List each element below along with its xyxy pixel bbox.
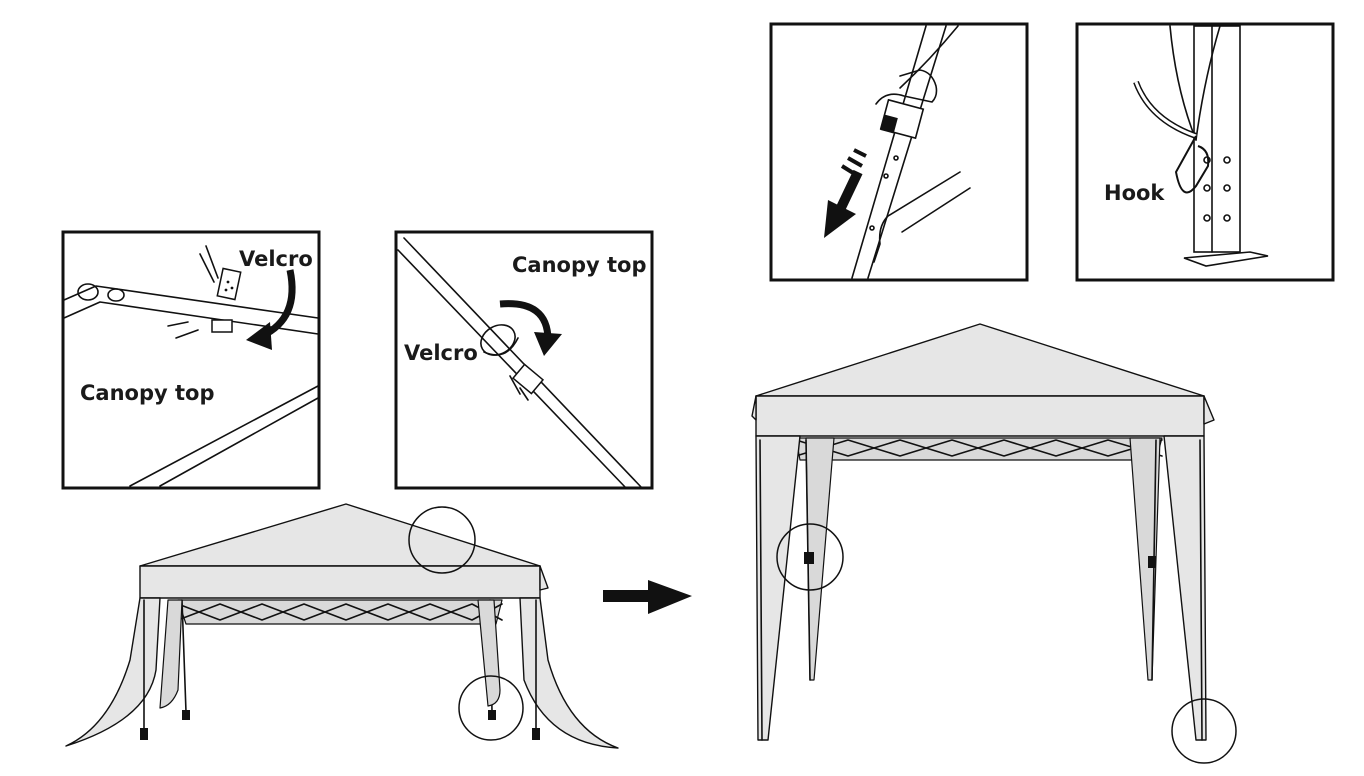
- next-step-arrow-icon: [603, 580, 692, 614]
- hook-label: Hook: [1104, 181, 1165, 205]
- curved-arrow-icon: [534, 332, 562, 356]
- down-arrow-icon: [824, 200, 856, 238]
- gazebo-after: [751, 323, 1237, 764]
- detail-panel-hook: Hook: [1075, 22, 1335, 282]
- canopy-top-label: Canopy top: [80, 381, 215, 405]
- detail-panel-leg-extend: [769, 22, 1029, 282]
- velcro-label: Velcro: [404, 341, 478, 365]
- leg-hook-highlight: [1171, 698, 1237, 764]
- roof-corner-highlight: [408, 506, 476, 574]
- leg-clamp-highlight: [776, 523, 844, 591]
- hook-icon: [1174, 135, 1210, 194]
- curved-arrow-icon: [246, 322, 272, 350]
- gazebo-before: [65, 503, 619, 749]
- leg-foot-highlight: [458, 675, 524, 741]
- canopy-top-label: Canopy top: [512, 253, 647, 277]
- velcro-label: Velcro: [239, 247, 313, 271]
- velcro-strap-icon: [216, 267, 242, 301]
- detail-panel-velcro-bar: Velcro Canopy top: [61, 230, 321, 490]
- detail-panel-velcro-pole: Canopy top Velcro: [394, 230, 654, 490]
